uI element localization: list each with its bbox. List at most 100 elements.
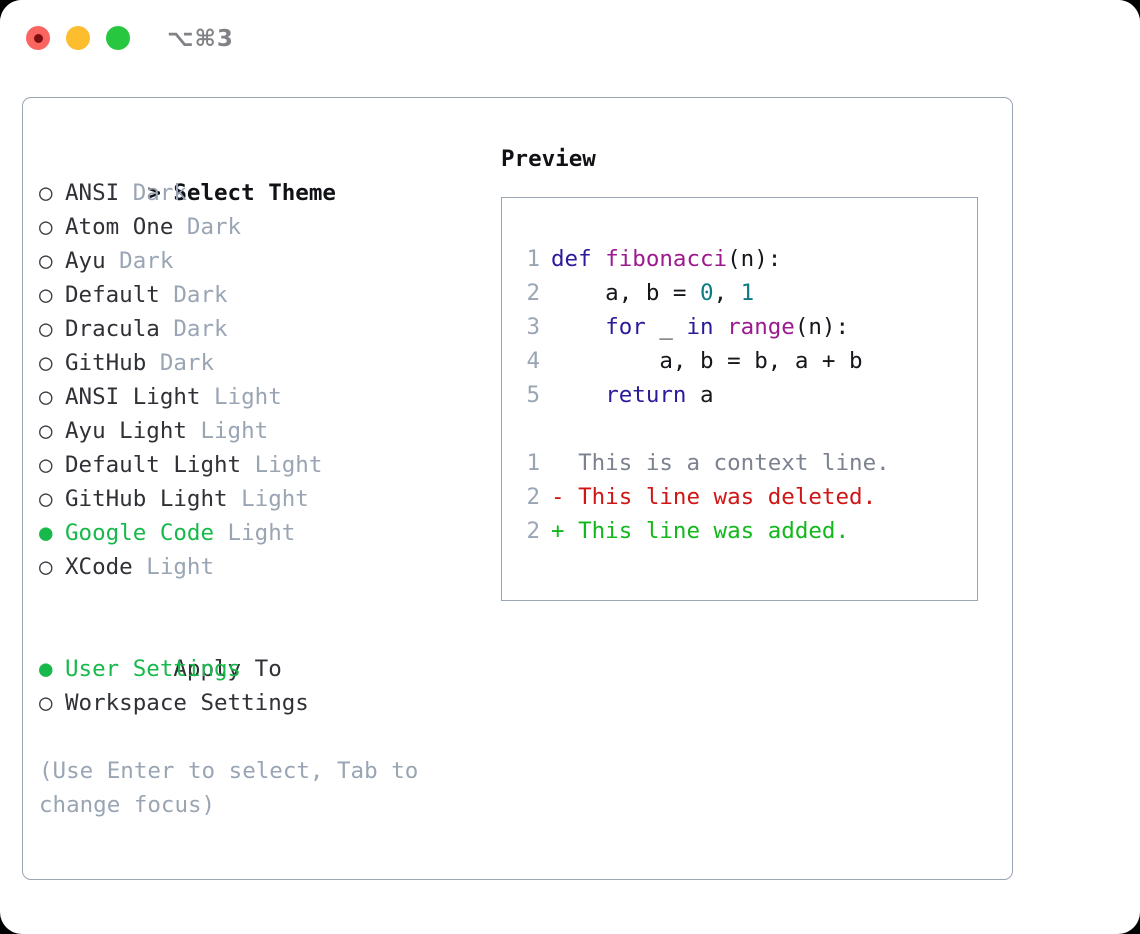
minimize-button[interactable] [66, 26, 90, 50]
code-token-plain: , [713, 280, 741, 306]
code-line-number: 3 [526, 314, 540, 340]
theme-kind-label: Light [214, 520, 296, 546]
diff-text: This line was added. [578, 518, 850, 544]
code-token-fn: range [727, 314, 795, 340]
theme-list-item[interactable]: ○Ayu Dark [39, 244, 469, 278]
diff-line-number: 2 [526, 518, 540, 544]
apply-to-option-label: User Settings [65, 656, 242, 682]
theme-kind-label: Dark [159, 316, 228, 342]
radio-unselected-icon: ○ [39, 452, 53, 478]
theme-picker-heading: > Select Theme [39, 142, 469, 206]
theme-name-label: Ayu Light [65, 418, 187, 444]
code-token-punct: (n): [794, 314, 850, 340]
radio-unselected-icon: ○ [39, 384, 53, 410]
theme-name-label: Atom One [65, 214, 174, 240]
caret-icon: > [147, 180, 161, 206]
theme-name-label: ANSI Light [65, 384, 201, 410]
code-token-plain: a [686, 382, 714, 408]
code-line-number: 1 [526, 246, 540, 272]
theme-picker-heading-label: Select Theme [173, 180, 336, 206]
code-token-kw: in [686, 314, 714, 340]
theme-kind-label: Light [227, 486, 309, 512]
code-token-plain [714, 314, 728, 340]
diff-marker [551, 450, 578, 476]
radio-unselected-icon: ○ [39, 554, 53, 580]
theme-list-item[interactable]: ○GitHub Dark [39, 346, 469, 380]
code-line-number: 2 [526, 280, 540, 306]
keyboard-shortcut-label: ⌥⌘3 [167, 26, 234, 52]
diff-sample-block: 1 This is a context line. 2- This line wa… [516, 446, 969, 548]
theme-kind-label: Light [200, 384, 282, 410]
theme-picker-panel: >Select Theme ○ANSI Dark○Atom One Dark○A… [39, 142, 469, 822]
content-panel: >Select Theme ○ANSI Dark○Atom One Dark○A… [22, 97, 1013, 880]
close-button[interactable] [26, 26, 50, 50]
theme-list-item[interactable]: ○ Default Light Light [39, 448, 469, 482]
code-line-number: 4 [526, 348, 540, 374]
theme-kind-label: Light [186, 418, 269, 444]
code-token-plain: a, b = [551, 280, 701, 306]
theme-kind-label: Dark [146, 350, 215, 376]
theme-kind-label: Dark [105, 248, 174, 274]
apply-to-heading-label: Apply To [173, 656, 282, 682]
theme-name-label: ANSI [65, 180, 120, 206]
apply-to-option[interactable]: ● User Settings [39, 652, 469, 686]
diff-line: 2- This line was deleted. [516, 480, 969, 514]
apply-to-list: ● User Settings ○ Workspace Settings [39, 652, 469, 720]
code-token-num: 1 [740, 280, 755, 306]
theme-name-label: Default Light [65, 452, 242, 478]
code-token-plain [551, 382, 605, 408]
theme-name-label: Default [65, 282, 160, 308]
theme-list-item[interactable]: ○XCode Light [39, 550, 469, 584]
code-token-kw: return [605, 382, 687, 408]
theme-list-item[interactable]: ○ANSI Dark [39, 176, 469, 210]
theme-kind-label: Light [132, 554, 215, 580]
theme-list-item[interactable]: ○ Dracula Dark [39, 312, 469, 346]
theme-name-label: GitHub [65, 350, 147, 376]
diff-line-number: 1 [526, 450, 540, 476]
radio-unselected-icon: ○ [39, 248, 53, 274]
theme-list-item[interactable]: ○ ANSI Light Light [39, 380, 469, 414]
theme-name-label: GitHub Light [65, 486, 228, 512]
zoom-button[interactable] [106, 26, 130, 50]
apply-to-option[interactable]: ○ Workspace Settings [39, 686, 469, 720]
recording-indicator-icon [33, 33, 43, 43]
diff-marker: + [551, 518, 579, 544]
radio-unselected-icon: ○ [39, 486, 53, 512]
code-line: 3 for _ in range(n): [516, 310, 969, 344]
code-token-plain [592, 246, 606, 272]
apply-to-option-label: Workspace Settings [65, 690, 309, 716]
code-line: 4 a, b = b, a + b [516, 344, 969, 378]
code-token-fn: fibonacci [605, 246, 728, 272]
radio-unselected-icon: ○ [39, 180, 53, 206]
keyboard-hint-text: (Use Enter to select, Tab to change focu… [39, 758, 432, 818]
code-token-num: 0 [700, 280, 714, 306]
diff-line: 2 + This line was added. [516, 514, 969, 548]
title-bar: ⌥⌘3 [0, 0, 1140, 78]
theme-list-item[interactable]: ○ Ayu Light Light [39, 414, 469, 448]
code-token-kw: for [605, 314, 646, 340]
radio-unselected-icon: ○ [39, 316, 53, 342]
theme-kind-label: Dark [159, 282, 228, 308]
theme-kind-label: Light [241, 452, 323, 478]
theme-list-item[interactable]: ● Google Code Light [39, 516, 469, 550]
code-token-plain: a, b = b, a + b [551, 348, 863, 374]
radio-unselected-icon: ○ [39, 418, 53, 444]
radio-unselected-icon: ○ [39, 690, 53, 716]
apply-to-heading: Apply To [39, 618, 469, 682]
radio-selected-icon: ● [39, 520, 53, 546]
radio-selected-icon: ● [39, 656, 53, 682]
code-line: 5 return a [516, 378, 969, 412]
diff-text: This is a context line. [578, 450, 890, 476]
theme-name-label: Google Code [65, 520, 215, 546]
theme-list-item[interactable]: ○Atom One Dark [39, 210, 469, 244]
theme-name-label: Dracula [65, 316, 160, 342]
traffic-light-group [26, 26, 130, 50]
theme-list-item[interactable]: ○ GitHub Light Light [39, 482, 469, 516]
code-token-punct: (n): [727, 246, 782, 272]
theme-list-item[interactable]: ○Default Dark [39, 278, 469, 312]
